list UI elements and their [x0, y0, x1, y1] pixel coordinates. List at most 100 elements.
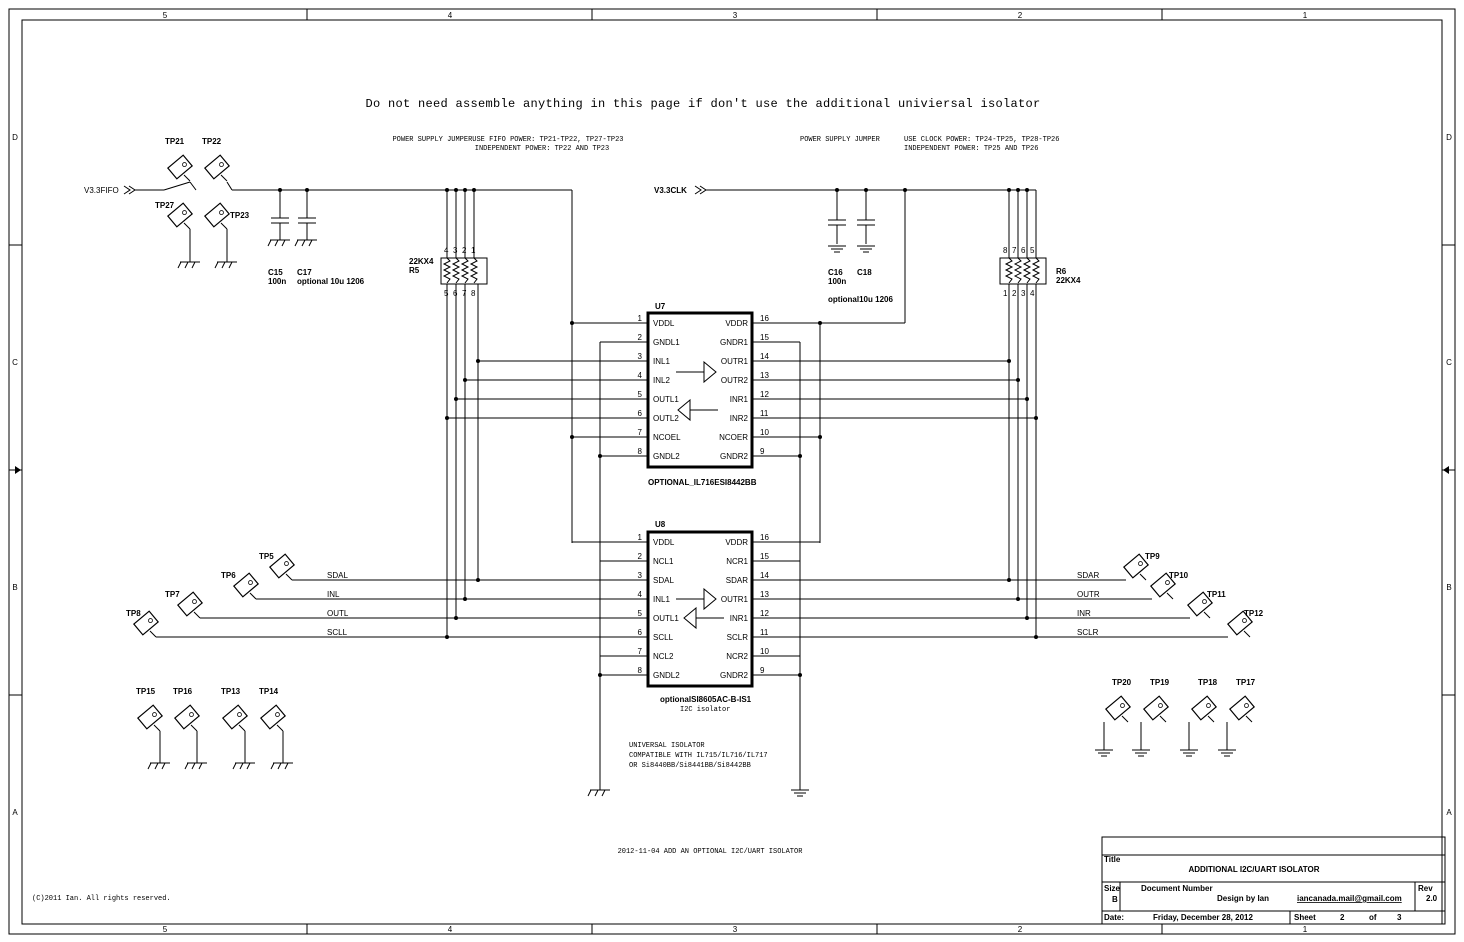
- pin-number: 15: [760, 333, 769, 342]
- pin-name: VDDR: [725, 319, 748, 328]
- r5-down-wires: [446, 284, 479, 637]
- pin-name: INR2: [730, 414, 749, 423]
- col-label: 4: [448, 11, 453, 20]
- pin-number: 14: [760, 571, 769, 580]
- pin-num: 7: [1012, 246, 1017, 255]
- fifo-power-note: POWER SUPPLY JUMPERUSE FIFO POWER: TP21-…: [392, 136, 623, 144]
- copyright-note: (C)2011 Ian. All rights reserved.: [32, 895, 171, 903]
- u7-chip: U7 OPTIONAL_IL716ESI8442BB: [646, 302, 757, 487]
- pin-name: SDAL: [653, 576, 674, 585]
- c15-value: 100n: [268, 277, 286, 286]
- col-label: 1: [1303, 925, 1308, 934]
- sheet-total: 3: [1397, 913, 1402, 922]
- pin-name: VDDL: [653, 538, 675, 547]
- tp19-label: TP19: [1150, 678, 1170, 687]
- pin-name: NCOEL: [653, 433, 681, 442]
- pin-num: 4: [1030, 289, 1035, 298]
- pin-number: 14: [760, 352, 769, 361]
- tp10-label: TP10: [1169, 571, 1189, 580]
- net-label-inl: INL: [327, 590, 340, 599]
- r5-ref: R5: [409, 266, 420, 275]
- universal-note-1: UNIVERSAL ISOLATOR: [629, 742, 705, 750]
- u7-right-wiring: [772, 321, 1038, 790]
- pin-name: NCOER: [719, 433, 748, 442]
- c15-ref: C15: [268, 268, 283, 277]
- pin-name: OUTR2: [721, 376, 749, 385]
- pin-name: SCLR: [727, 633, 749, 642]
- r6-down-wires: [1008, 284, 1037, 637]
- tp23-label: TP23: [230, 211, 250, 220]
- pin-number: 8: [638, 447, 643, 456]
- pin-name: VDDR: [725, 538, 748, 547]
- title-block: Title ADDITIONAL I2C/UART ISOLATOR Size …: [1101, 836, 1446, 925]
- size-label: Size: [1104, 884, 1121, 893]
- u8-value: optionalSI8605AC-B-IS1: [660, 695, 752, 704]
- clk-power-note: USE CLOCK POWER: TP24-TP25, TP28-TP26: [904, 136, 1059, 144]
- pin-number: 13: [760, 371, 769, 380]
- pin-number: 6: [638, 409, 643, 418]
- pin-num: 8: [471, 289, 476, 298]
- tp16-label: TP16: [173, 687, 193, 696]
- clk-jumper-note: POWER SUPPLY JUMPER: [800, 136, 881, 144]
- pin-name: GNDR2: [720, 452, 749, 461]
- u8-right-wiring: [772, 541, 820, 797]
- pin-name: INR1: [730, 614, 749, 623]
- pin-num: 3: [1021, 289, 1026, 298]
- pin-num: 8: [1003, 246, 1008, 255]
- pin-number: 8: [638, 666, 643, 675]
- u8-chip: U8 optionalSI8605AC-B-IS1 I2C isolator: [646, 520, 754, 714]
- size-value: B: [1112, 895, 1118, 904]
- row-label: B: [12, 583, 17, 592]
- net-label-outl: OUTL: [327, 609, 349, 618]
- border-column-labels: 5 4 3 2 1 5 4 3 2 1: [163, 11, 1308, 934]
- col-label: 2: [1018, 11, 1023, 20]
- pin-number: 5: [638, 609, 643, 618]
- net-label-sdal: SDAL: [327, 571, 348, 580]
- pin-number: 4: [638, 371, 643, 380]
- revision-note: 2012-11-04 ADD AN OPTIONAL I2C/UART ISOL…: [618, 848, 804, 856]
- net-label-outr: OUTR: [1077, 590, 1100, 599]
- pin-number: 11: [760, 628, 769, 637]
- pin-num: 5: [1030, 246, 1035, 255]
- sheet-label: Sheet: [1294, 913, 1316, 922]
- pin-number: 7: [638, 647, 643, 656]
- c18-ref: C18: [857, 268, 872, 277]
- pin-name: OUTL1: [653, 614, 679, 623]
- pin-number: 12: [760, 390, 769, 399]
- fifo-jumper-testpoints: TP21 TP22 TP27 TP23: [155, 137, 250, 269]
- c17-ref: C17: [297, 268, 312, 277]
- row-label: C: [1446, 358, 1452, 367]
- tp8-label: TP8: [126, 609, 141, 618]
- universal-note-2: COMPATIBLE WITH IL715/IL716/IL717: [629, 752, 768, 760]
- pin-name: OUTL1: [653, 395, 679, 404]
- pin-number: 3: [638, 571, 643, 580]
- tp27-label: TP27: [155, 201, 175, 210]
- pin-number: 1: [638, 314, 643, 323]
- row-label: D: [12, 133, 18, 142]
- u8-left-wiring: [572, 456, 628, 797]
- pin-name: NCL2: [653, 652, 674, 661]
- rev-value: 2.0: [1426, 894, 1438, 903]
- pin-name: INL2: [653, 376, 670, 385]
- pin-name: NCR2: [726, 652, 748, 661]
- date-label: Date:: [1104, 913, 1124, 922]
- row-label: A: [12, 808, 18, 817]
- net-label-sclr: SCLR: [1077, 628, 1099, 637]
- spare-testpoints-right: TP20 TP19 TP18 TP17: [1094, 678, 1256, 757]
- pin-num: 2: [1012, 289, 1017, 298]
- pin-name: OUTR1: [721, 357, 749, 366]
- col-label: 5: [163, 925, 168, 934]
- tp11-label: TP11: [1207, 590, 1226, 599]
- pin-name: GNDR1: [720, 338, 749, 347]
- tp9-label: TP9: [1145, 552, 1160, 561]
- pin-number: 16: [760, 533, 769, 542]
- u7-ref: U7: [655, 302, 666, 311]
- pin-name: GNDL2: [653, 452, 680, 461]
- pin-name: GNDL2: [653, 671, 680, 680]
- pin-name: SDAR: [726, 576, 748, 585]
- col-label: 5: [163, 11, 168, 20]
- net-label-scll: SCLL: [327, 628, 348, 637]
- sheet-border: [8, 8, 1456, 935]
- pin-number: 16: [760, 314, 769, 323]
- pin-number: 10: [760, 647, 769, 656]
